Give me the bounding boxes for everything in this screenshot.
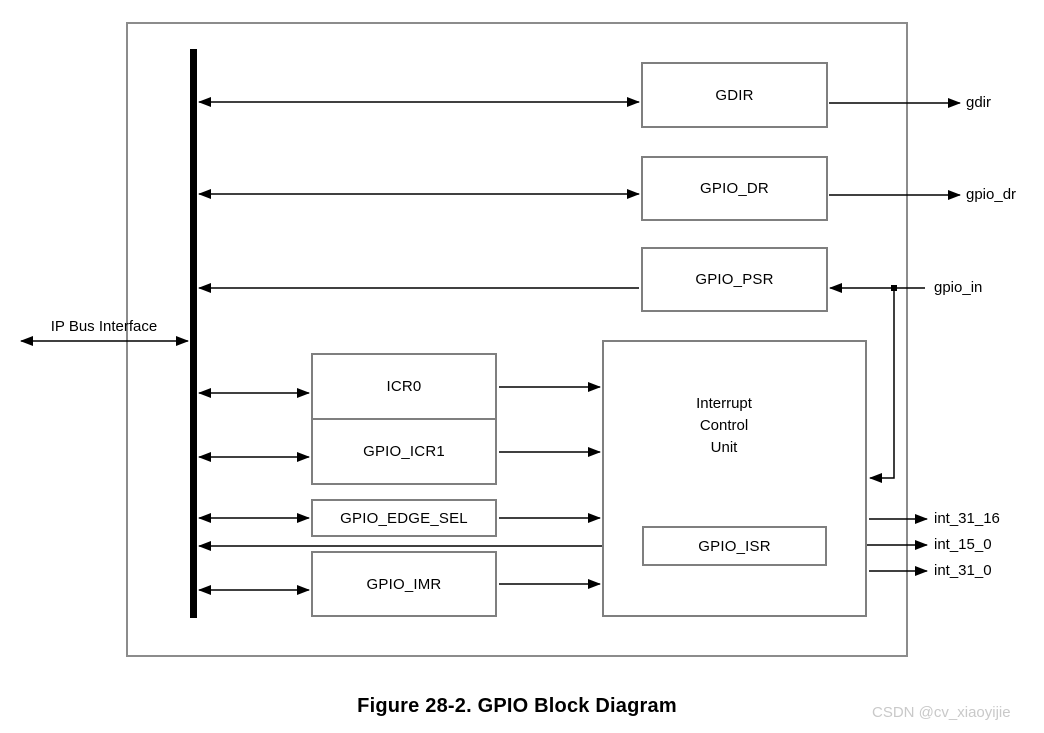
block-gdir: GDIR — [641, 62, 828, 128]
figure-caption: Figure 28-2. GPIO Block Diagram — [357, 695, 677, 717]
block-interrupt-control-unit: Interrupt Control Unit — [602, 340, 867, 617]
block-gpio-edge-sel: GPIO_EDGE_SEL — [311, 499, 497, 537]
block-gpio-psr: GPIO_PSR — [641, 247, 828, 312]
signal-label-int-15-0: int_15_0 — [934, 536, 992, 553]
ip-bus-interface-label: IP Bus Interface — [50, 318, 158, 335]
block-gpio-icr1: GPIO_ICR1 — [363, 443, 445, 460]
signal-label-int-31-16: int_31_16 — [934, 510, 1000, 527]
gpio-in-icu-branch — [869, 288, 895, 483]
ip-bus-bar — [190, 49, 197, 618]
icu-title-line1: Interrupt — [696, 395, 752, 412]
signal-label-int-31-0: int_31_0 — [934, 562, 992, 579]
signal-label-gdir: gdir — [966, 94, 992, 111]
icu-title-line2: Control — [699, 417, 749, 434]
block-gpio-isr: GPIO_ISR — [642, 526, 827, 566]
block-gpio-imr: GPIO_IMR — [311, 551, 497, 617]
watermark: CSDN @cv_xiaoyijie — [872, 704, 1011, 721]
icu-title: Interrupt Control Unit — [604, 393, 844, 459]
block-icr0: ICR0 — [313, 355, 495, 420]
signal-label-gpio-in: gpio_in — [934, 279, 983, 296]
signal-label-gpio-dr: gpio_dr — [966, 186, 1017, 203]
block-gpio-dr: GPIO_DR — [641, 156, 828, 221]
icu-title-line3: Unit — [710, 439, 738, 456]
block-icr-stack: ICR0 GPIO_ICR1 — [311, 353, 497, 485]
